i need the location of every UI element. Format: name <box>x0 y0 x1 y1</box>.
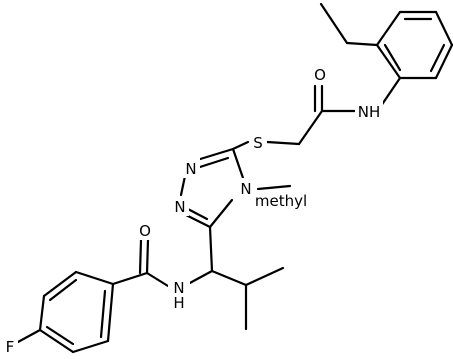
bond-ring1-nh <box>379 76 402 108</box>
bond-c5-ch <box>208 225 214 273</box>
atom-o-amide: O <box>314 66 326 84</box>
bond-triazole-n4-c5 <box>208 198 234 229</box>
bond-ring1-inner-2 <box>429 43 446 73</box>
bond-carbonyl-ch2 <box>297 109 324 146</box>
bond-triazole-c3-n4 <box>231 147 245 180</box>
bond-ch-ch-isopropyl <box>210 269 248 287</box>
bond-ch-nh <box>186 269 214 286</box>
bonds <box>16 2 453 354</box>
bond-isopropyl-me1 <box>244 266 285 287</box>
bond-benz-co-1 <box>145 238 150 275</box>
bond-ring1-c <box>434 10 453 47</box>
bond-triazole-c5-n1-double <box>184 206 209 221</box>
bond-ring2-f <box>106 282 115 343</box>
atom-f-fluoro: F <box>6 338 15 356</box>
atom-methyl-label: methyl <box>255 192 307 210</box>
bond-ring1-f <box>375 43 402 80</box>
atom-n-triazole-4: N <box>240 180 251 198</box>
bond-benz-c-ring <box>111 271 149 286</box>
bond-ethyl-ch2-ring <box>345 41 379 47</box>
bond-s-triazole <box>231 140 250 151</box>
bond-ring2-inner-1 <box>48 278 78 302</box>
bond-triazole-n1-n2 <box>179 174 187 197</box>
bond-triazole-n2-c3-double <box>198 156 230 169</box>
bond-ring1-inner-3 <box>383 43 402 72</box>
atom-n-triazole-1: N <box>174 198 185 216</box>
atom-s-thioether: S <box>253 134 263 152</box>
bond-triazole-n2-c3 <box>195 147 235 162</box>
bond-ring2-f-atom <box>16 328 42 344</box>
bond-ring2-inner-2 <box>45 325 75 346</box>
bond-ring2-d <box>38 328 75 354</box>
bond-benz-co-2 <box>138 238 143 275</box>
atom-o-benzamide: O <box>139 222 151 240</box>
bond-ring2-e <box>71 339 110 354</box>
bond-ring2-inner-3 <box>99 289 107 339</box>
bond-ring2-c <box>38 294 46 332</box>
bond-n4-methyl <box>256 184 292 191</box>
bond-ethyl-ch3-ch2 <box>319 2 349 45</box>
bond-ring1-d <box>434 43 453 80</box>
bond-ring2-a <box>74 270 115 286</box>
atom-labels: O NH S N N N methyl O N H F <box>2 64 383 356</box>
atom-nh-benzamide-n: N <box>173 279 184 297</box>
atom-nh-benzamide-h: H <box>173 294 184 312</box>
bond-ring1-a <box>375 10 402 47</box>
bond-ring2-b <box>42 270 78 298</box>
atom-nh-anilide: NH <box>358 103 381 121</box>
bond-ch2-s <box>265 140 301 146</box>
bond-nh-c-benzamide <box>145 271 170 288</box>
atom-n-triazole-2: N <box>185 160 196 178</box>
